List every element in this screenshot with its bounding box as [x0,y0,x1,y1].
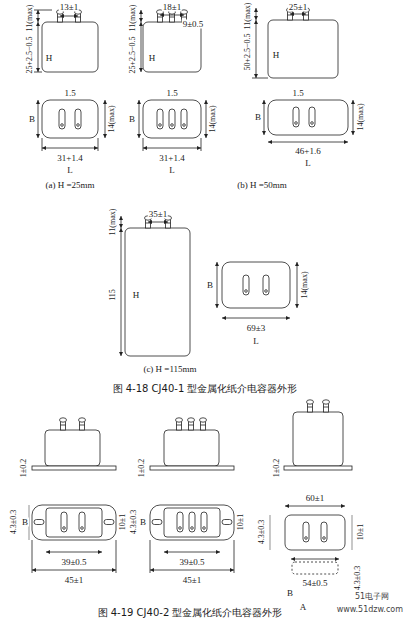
dimension-label: B [21,518,29,527]
dimension-label: 39±0.5 [60,558,87,567]
capacitor-front-view [121,216,190,356]
dimension-label: 14(max) [357,102,365,131]
capacitor-front-view [252,8,338,78]
capacitor-bottom-view [139,100,206,151]
dimension-label: 4.3±0.3 [258,519,266,545]
capacitor-bottom-view [270,506,352,574]
dimension-label: 25+2.5−0.5 [26,35,34,74]
watermark: www.51dzw.com [336,606,404,614]
capacitor-bottom-view [217,262,297,318]
dimension-label: 10±1 [357,523,365,541]
dimension-label: 13±1 [59,3,79,12]
dimension-label: 11(max) [26,4,34,33]
capacitor-front-view [32,418,116,470]
dimension-label: 35±1 [148,210,168,219]
dimension-label: B [139,518,147,527]
dimension-label: 10±1 [237,513,245,531]
dimension-label: 45±1 [182,576,202,585]
dimension-label: 69±3 [246,324,266,333]
dimension-label: 4.3±0.3 [130,509,138,535]
dimension-label: 45±1 [64,576,84,585]
dimension-label: 1.5 [63,89,76,98]
dimension-label: 9±0.5 [182,20,205,29]
dimension-label: L [168,166,176,175]
dimension-label: 11(max) [244,2,252,31]
dimension-label: H [132,291,141,300]
capacitor-front-view [34,10,98,72]
dimension-label: 18±1 [162,2,182,11]
capacitor-bottom-view [150,505,234,573]
subfigure-caption: (b) H =50mm [236,181,288,190]
dimension-label: 25±1 [288,2,308,11]
dimension-label: H [272,51,281,60]
dimension-label: 4.3±0.3 [10,509,18,535]
dimension-label: 1±0.2 [20,458,28,478]
dimension-label: 1±0.2 [273,458,281,478]
dimension-label: L [304,159,312,168]
dimension-label: 60±1 [305,494,325,503]
dimension-label: L [252,337,260,346]
dimension-label: B [254,113,262,122]
capacitor-bottom-view [264,100,353,142]
subfigure-caption: (a) H =25mm [44,181,95,190]
dimension-label: B [206,281,214,290]
dimension-label: 14(max) [301,270,309,299]
dimension-label: B [28,115,36,124]
subfigure-caption: (c) H =115mm [142,365,197,374]
figure-caption: 图 4-18 CJ40-1 型金属化纸介电容器外形 [112,384,299,394]
dimension-label: 54±0.5 [301,579,328,588]
dimension-label: H [148,54,157,63]
capacitor-bottom-view [29,505,116,573]
capacitor-bottom-view [38,100,105,151]
dimension-label: L [66,166,74,175]
dimension-label: 4.3±0.3 [354,565,362,591]
dimension-label: 14(max) [209,104,217,133]
dimension-label: A [299,603,308,612]
dimension-label: 10±1 [119,513,127,531]
figure-caption: 图 4-19 CJ40-2 型金属化纸介电容器外形 [97,608,284,618]
dimension-label: 115 [109,288,117,302]
dimension-label: 25+2.5−0.5 [129,35,137,74]
watermark: 51电子网 [354,593,390,601]
dimension-label: 1.5 [291,89,304,98]
dimension-label: 1.5 [165,89,178,98]
capacitor-front-view [150,418,234,470]
dimension-label: 46+1.6 [294,147,321,156]
dimension-label: B [128,115,136,124]
dimension-label: B [286,589,294,598]
dimension-label: 11(max) [109,208,117,237]
dimension-label: 14(max) [108,104,116,133]
dimension-label: 31+1.4 [56,154,83,163]
dimension-label: H [45,54,54,63]
dimension-label: 1±0.2 [138,458,146,478]
dimension-label: 31+1.4 [158,154,185,163]
dimension-label: 11(max) [129,4,137,33]
dimension-label: 39±0.5 [178,558,205,567]
dimension-label: 50+2.5−0.5 [244,32,252,71]
capacitor-front-view [284,400,352,470]
